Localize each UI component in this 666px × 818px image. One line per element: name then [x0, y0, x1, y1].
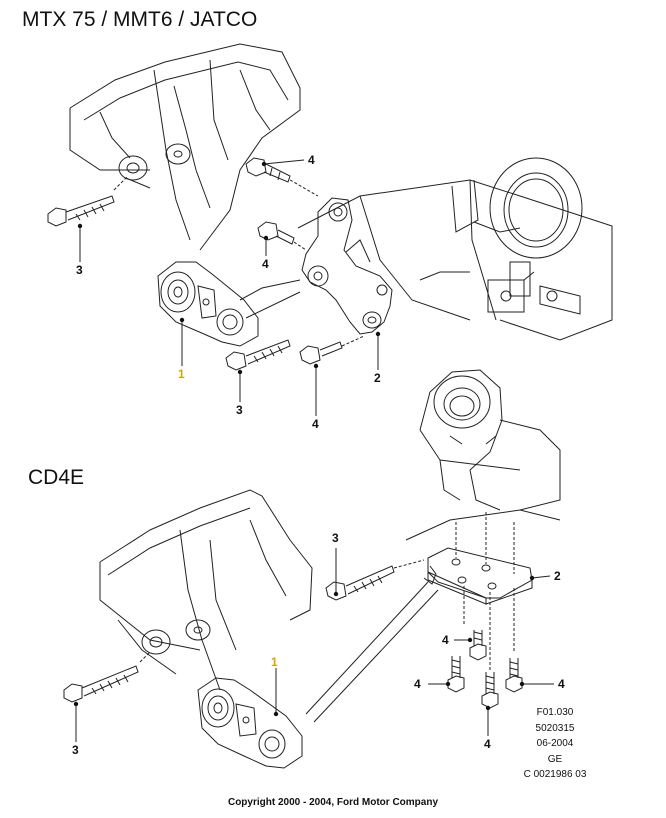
callout-top-3b: 3	[236, 403, 243, 417]
dashed-studs-bottom	[455, 512, 515, 670]
bolt-lower-3	[225, 339, 291, 371]
mount-bracket-top	[301, 197, 393, 335]
callout-bottom-2: 2	[554, 569, 561, 583]
engine-housing-bottom	[405, 369, 561, 541]
callout-top-4c: 4	[312, 417, 319, 431]
bolt-upper-left	[47, 195, 115, 227]
callout-bottom-3b: 3	[72, 743, 79, 757]
callout-top-2: 2	[374, 371, 381, 385]
callout-bottom-4a: 4	[442, 633, 449, 647]
transmission-case-bottom	[99, 489, 313, 691]
engine-housing-top	[297, 157, 613, 341]
transmission-case-top	[69, 43, 301, 251]
bolt-bottom-4a	[469, 630, 487, 661]
leaders-top	[79, 159, 379, 416]
leader-dots-bottom	[73, 575, 535, 717]
reference-line: 5020315	[535, 722, 575, 734]
section-title-top: MTX 75 / MMT6 / JATCO	[22, 8, 258, 31]
bolt-bottom-4d	[505, 658, 523, 693]
callouts-top: 4 3 4 1 3 4 2	[76, 153, 381, 431]
engine-mount-top	[157, 261, 301, 347]
bolt-lower-4	[299, 335, 365, 365]
mount-bracket-bottom	[423, 547, 533, 605]
callout-bottom-1: 1	[271, 655, 278, 669]
reference-line: GE	[547, 753, 563, 765]
callout-bottom-4c: 4	[558, 677, 565, 691]
bolt-bottom-4b	[447, 656, 465, 693]
callout-bottom-4d: 4	[484, 737, 491, 751]
reference-line: C 0021986 03	[523, 769, 587, 780]
top-assembly	[47, 43, 613, 416]
engine-mount-bottom	[197, 677, 303, 769]
reference-line: F01.030	[536, 707, 574, 718]
leaders-bottom	[75, 548, 554, 742]
reference-line: 06-2004	[536, 738, 574, 749]
callout-top-1: 1	[178, 367, 185, 381]
leader-dots-top	[77, 161, 381, 375]
bottom-assembly	[63, 369, 561, 769]
callout-bottom-3a: 3	[332, 531, 339, 545]
reference-block: F01.030 5020315 06-2004 GE C 0021986 03	[500, 705, 610, 783]
callout-top-4b: 4	[262, 257, 269, 271]
bolt-bottom-left-3	[63, 665, 139, 703]
bolt-upper-4	[245, 157, 319, 197]
callout-top-3a: 3	[76, 263, 83, 277]
bolt-mid-4	[257, 221, 307, 251]
section-title-bottom: CD4E	[28, 466, 85, 489]
link-arm-bottom	[305, 581, 439, 723]
bolt-bottom-4c	[481, 672, 499, 709]
callout-bottom-4b: 4	[414, 677, 421, 691]
copyright-notice: Copyright 2000 - 2004, Ford Motor Compan…	[227, 797, 439, 808]
callouts-bottom: 3 2 1 4 4 4 3 4	[72, 531, 565, 757]
bolt-bottom-top-3	[325, 559, 425, 601]
callout-top-4a: 4	[308, 153, 315, 167]
